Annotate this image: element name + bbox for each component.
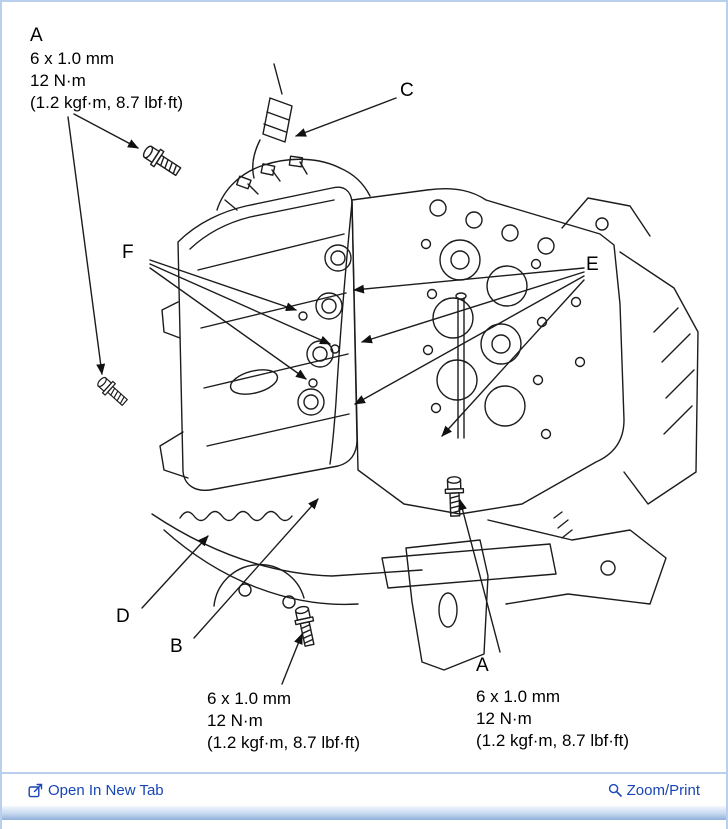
lower-block (151, 510, 667, 609)
wiring-harness (216, 155, 371, 211)
mount-bracket (381, 539, 557, 671)
bolt-a-top (139, 142, 184, 180)
open-in-new-tab-link[interactable]: Open In New Tab (28, 782, 164, 799)
bolt-a-left (94, 373, 131, 409)
bottom-border-band (2, 806, 726, 820)
open-in-new-tab-icon (28, 783, 43, 797)
spec-line: (1.2 kgf·m, 8.7 lbf·ft) (30, 93, 184, 112)
spec-block-top-left: A 6 x 1.0 mm 12 N·m (1.2 kgf·m, 8.7 lbf·… (30, 24, 183, 114)
footer-bar: Open In New Tab Zoom/Print (2, 772, 726, 806)
engine-block-right (561, 197, 699, 505)
callout-b: B (170, 636, 183, 657)
spec-line: 6 x 1.0 mm (30, 49, 115, 68)
cylinder-head (351, 188, 625, 515)
valve-cover (159, 186, 358, 492)
spec-line: (1.2 kgf·m, 8.7 lbf·ft) (476, 731, 630, 750)
spec-line: 12 N·m (476, 709, 532, 728)
callout-f: F (122, 242, 134, 263)
spec-line: 6 x 1.0 mm (207, 689, 292, 708)
zoom-icon (608, 783, 622, 797)
engine-line-art (67, 63, 699, 685)
harness-connector (251, 63, 293, 179)
spec-block-bottom-right: A 6 x 1.0 mm 12 N·m (1.2 kgf·m, 8.7 lbf·… (476, 654, 629, 752)
callout-c: C (400, 80, 414, 101)
spec-line: 6 x 1.0 mm (476, 687, 561, 706)
diagram-area: A 6 x 1.0 mm 12 N·m (1.2 kgf·m, 8.7 lbf·… (2, 2, 726, 772)
zoom-print-label: Zoom/Print (626, 781, 700, 799)
callout-a-top: A (30, 25, 43, 46)
spec-line: 12 N·m (30, 71, 86, 90)
leader-arrows (67, 97, 585, 685)
bolt-a-bottom-right (444, 475, 465, 517)
zoom-print-link[interactable]: Zoom/Print (608, 782, 700, 799)
callout-a-bottom: A (476, 655, 489, 676)
spec-line: 12 N·m (207, 711, 263, 730)
spec-line: (1.2 kgf·m, 8.7 lbf·ft) (207, 733, 361, 752)
spec-block-bottom-center: 6 x 1.0 mm 12 N·m (1.2 kgf·m, 8.7 lbf·ft… (207, 688, 360, 754)
callout-e: E (586, 254, 599, 275)
callout-d: D (116, 606, 130, 627)
open-in-new-tab-label: Open In New Tab (48, 781, 164, 799)
bolt-bottom-center (291, 604, 319, 648)
